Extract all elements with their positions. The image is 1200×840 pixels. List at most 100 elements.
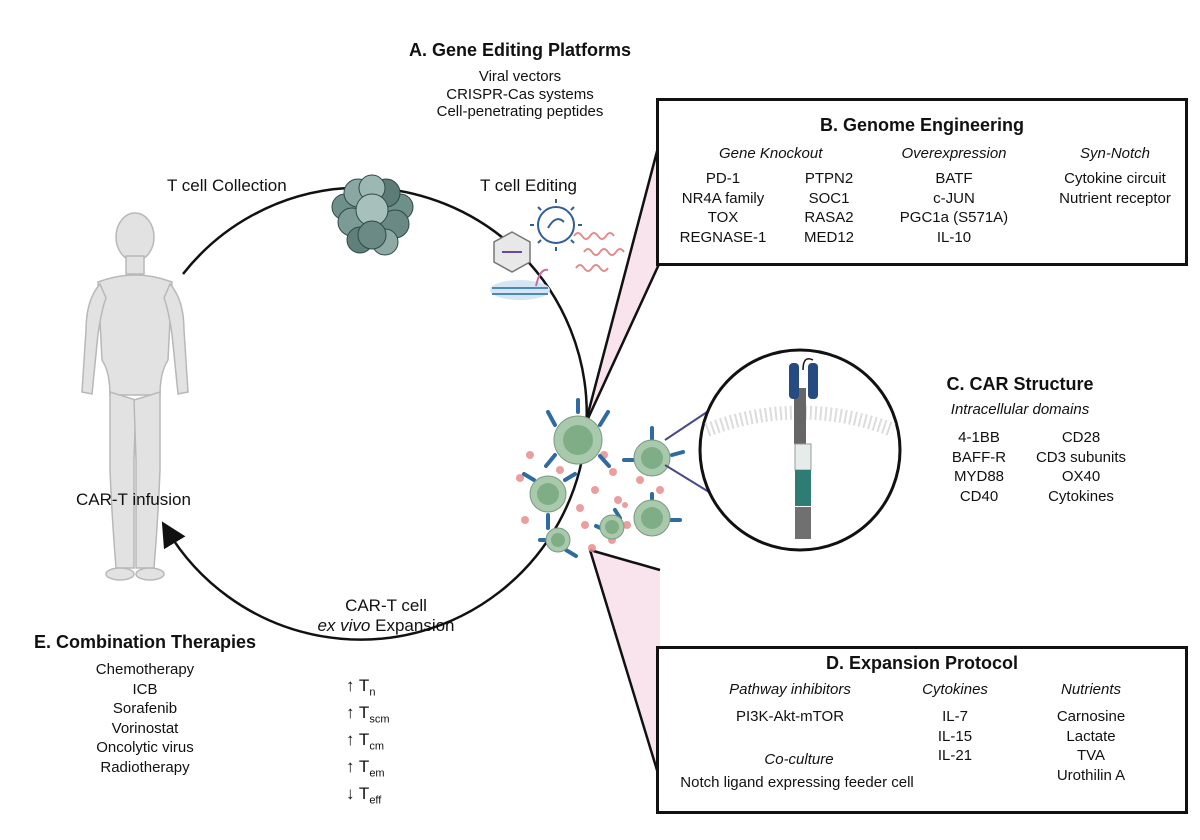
t-subset-row: ↓ Teff [346,784,389,811]
expansion-suffix: Expansion [370,616,455,636]
syn-notch-heading: Syn-Notch [1079,145,1151,162]
car-t-cells-cluster [516,398,685,558]
t-subset-subscript: em [369,767,385,780]
t-subset-symbol: T [358,757,370,776]
t-cell-cluster-icon [331,174,414,256]
combination-therapies-list: Chemotherapy ICB Sorafenib Vorinostat On… [40,660,250,777]
t-cell-subsets-list: ↑ Tn ↑ Tscm ↑ Tcm ↑ Tem ↓ Teff [346,676,389,811]
knockout-gene: MED12 [803,228,855,246]
human-body-icon [81,212,189,581]
cytokines-list: IL-7 IL-15 IL-21 [907,707,1003,766]
gene-knockout-heading: Gene Knockout [719,145,823,162]
nutrients-heading: Nutrients [1060,681,1122,698]
zoom-cone-expansion-protocol [588,548,662,781]
overexpression-gene: c-JUN [933,189,975,207]
car-domain: OX40 [1061,468,1101,485]
ex-vivo-text: ex vivo [317,616,371,636]
knockout-gene: NR4A family [681,189,765,207]
car-domains-column-1: 4-1BB BAFF-R MYD88 CD40 [944,428,1014,506]
therapy-item: ICB [132,680,158,698]
nutrient-item: Urothilin A [1056,766,1126,784]
peptide-strands-icon [573,232,625,272]
t-subset-row: ↑ Tn [346,676,389,703]
trend-arrow: ↑ [346,703,355,722]
car-domain: MYD88 [953,468,1005,485]
t-subset-symbol: T [358,730,370,749]
panel-d-title: D. Expansion Protocol [825,653,1019,673]
co-culture-list: Notch ligand expressing feeder cell [663,773,931,793]
overexpression-gene: PGC1a (S571A) [899,209,1009,226]
car-t-expansion-label: CAR-T cell ex vivo Expansion [296,596,476,636]
therapy-item: Sorafenib [112,700,178,717]
knockout-column-2: PTPN2 SOC1 RASA2 MED12 [787,169,871,247]
t-subset-subscript: scm [369,713,390,726]
panel-a-item: Viral vectors [478,68,562,85]
car-domain: Cytokines [1048,487,1114,505]
cytokines-heading: Cytokines [922,681,988,698]
syn-notch-item: Cytokine circuit [1064,170,1166,187]
t-subset-row: ↑ Tem [346,757,389,784]
syn-notch-item: Nutrient receptor [1059,189,1171,207]
t-subset-subscript: cm [369,740,384,753]
cytokine-item: IL-7 [942,708,968,725]
zoom-cone-genome-engineering [583,139,662,426]
t-subset-row: ↑ Tscm [346,703,389,730]
t-subset-symbol: T [358,676,370,695]
virus-vector-icon [530,199,582,251]
knockout-gene: SOC1 [808,189,850,207]
t-cell-editing-label: T cell Editing [480,176,578,195]
panel-b-genome-engineering: B. Genome Engineering Gene Knockout PD-1… [656,98,1188,266]
t-subset-symbol: T [358,703,370,722]
co-culture-item: Notch ligand expressing feeder cell [680,774,914,791]
nutrients-list: Carnosine Lactate TVA Urothilin A [1031,707,1151,785]
panel-a-title: A. Gene Editing Platforms [408,40,632,60]
pathway-inhibitors-list: PI3K-Akt-mTOR [715,707,865,727]
cytokine-item: IL-21 [937,747,973,764]
knockout-gene: PD-1 [705,170,741,187]
nutrient-item: Lactate [1066,727,1116,745]
pathway-inhibitors-heading: Pathway inhibitors [729,681,851,698]
panel-b-title: B. Genome Engineering [819,115,1025,135]
overexpression-gene: IL-10 [936,228,972,246]
syn-notch-list: Cytokine circuit Nutrient receptor [1045,169,1185,208]
therapy-item: Vorinostat [111,719,179,737]
cas-protein-icon [493,231,531,273]
panel-a-item: Cell-penetrating peptides [436,103,604,121]
panel-c-subtitle: Intracellular domains [950,401,1090,418]
overexpression-list: BATF c-JUN PGC1a (S571A) IL-10 [879,169,1029,247]
car-domain: BAFF-R [951,448,1007,466]
nutrient-item: Carnosine [1056,708,1126,725]
trend-arrow: ↓ [346,784,355,803]
co-culture-heading: Co-culture [764,751,834,768]
panel-e-title: E. Combination Therapies [33,632,257,652]
therapy-item: Oncolytic virus [96,739,194,756]
t-subset-subscript: n [369,686,376,699]
pathway-inhibitor: PI3K-Akt-mTOR [735,708,845,725]
panel-c-title: C. CAR Structure [946,374,1094,394]
t-subset-row: ↑ Tcm [346,730,389,757]
trend-arrow: ↑ [346,757,355,776]
t-subset-subscript: eff [369,794,382,807]
panel-a-list: Viral vectors CRISPR-Cas systems Cell-pe… [395,68,645,121]
panel-d-expansion-protocol: D. Expansion Protocol Pathway inhibitors… [656,646,1188,814]
trend-arrow: ↑ [346,676,355,695]
car-domain: 4-1BB [958,429,1000,446]
panel-a-item: CRISPR-Cas systems [446,85,594,103]
knockout-column-1: PD-1 NR4A family TOX REGNASE-1 [659,169,787,247]
overexpression-heading: Overexpression [901,145,1007,162]
overexpression-gene: BATF [935,170,973,187]
knockout-gene: RASA2 [804,209,854,226]
t-subset-symbol: T [358,784,370,803]
car-domains-column-2: CD28 CD3 subunits OX40 Cytokines [1026,428,1136,506]
car-domain: CD28 [1061,429,1101,446]
dna-editing-icon [490,268,550,300]
car-structure-zoom [698,348,902,552]
car-domain: CD40 [959,487,999,505]
knockout-gene: PTPN2 [804,170,854,187]
knockout-gene: TOX [707,209,739,226]
expansion-line1: CAR-T cell [345,596,427,615]
car-t-infusion-label: CAR-T infusion [76,490,191,509]
knockout-gene: REGNASE-1 [679,228,767,246]
cytokine-item: IL-15 [937,727,973,745]
car-domain: CD3 subunits [1035,448,1127,466]
